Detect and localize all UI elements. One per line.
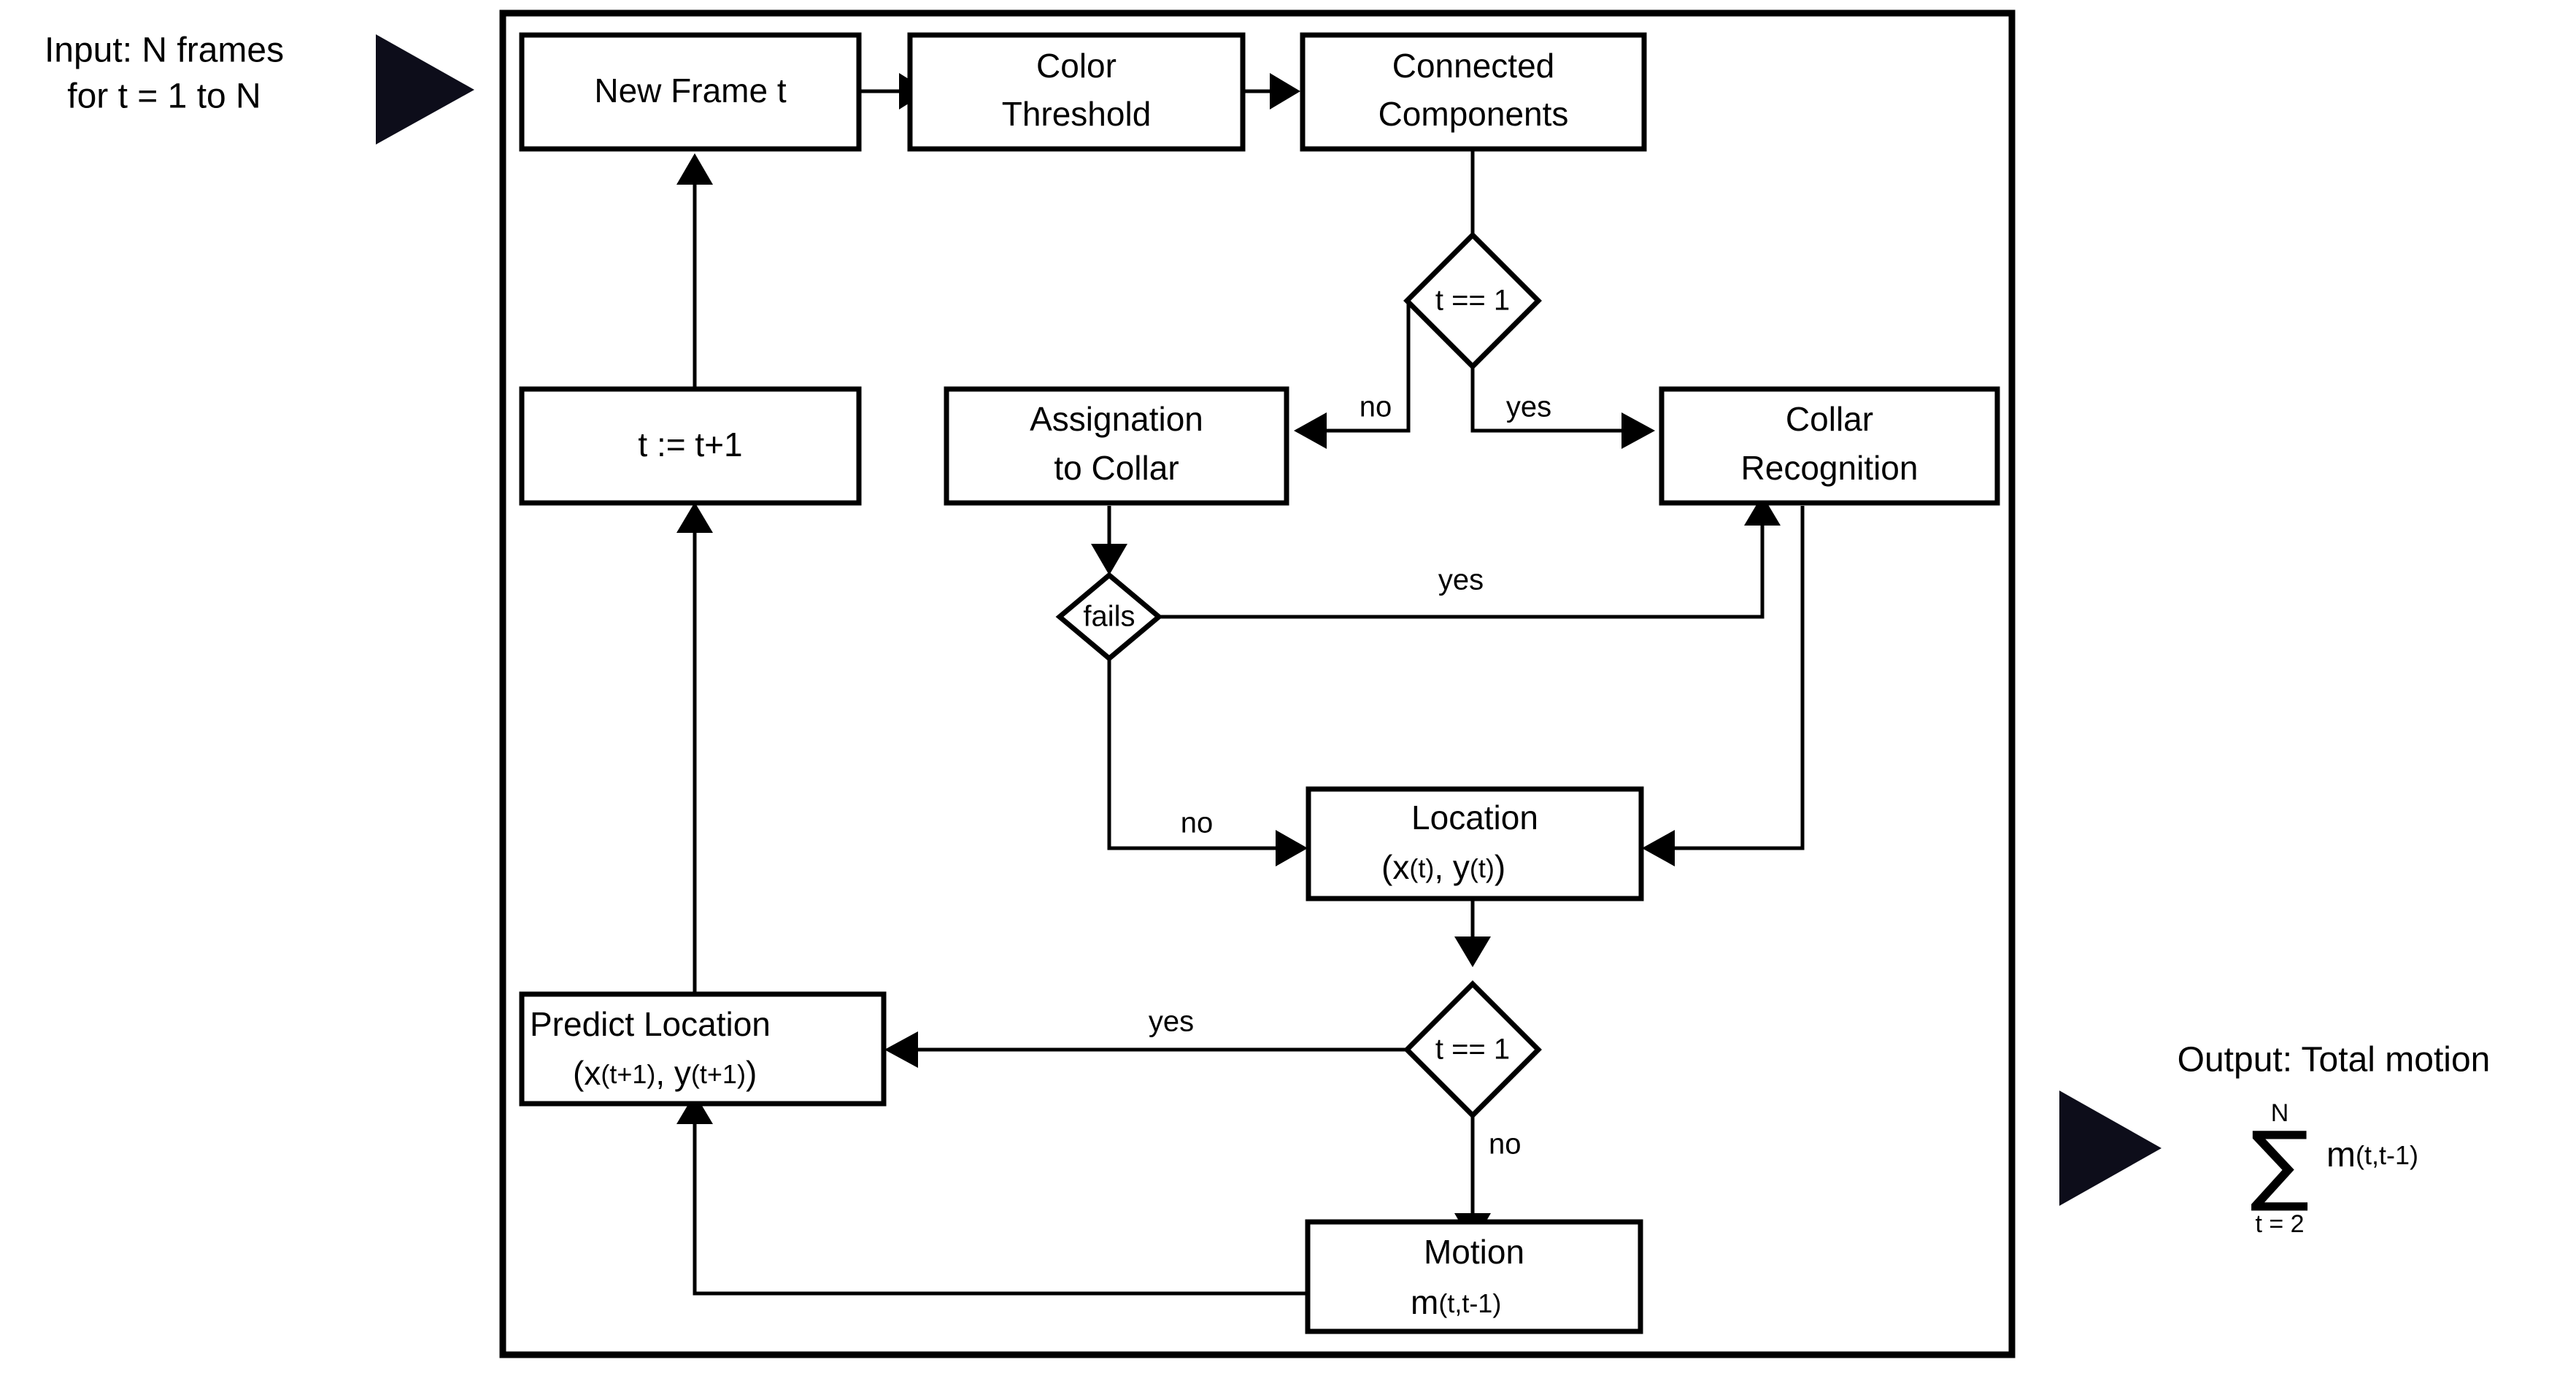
decision-t-eq-1-bottom-label: t == 1 — [1435, 1034, 1510, 1066]
node-new-frame-label: New Frame t — [594, 72, 786, 109]
node-location-label-line2: (x(t), y(t)) — [1381, 848, 1505, 886]
edge-label-fails-no: no — [1181, 807, 1214, 839]
node-location[interactable]: Location (x(t), y(t)) — [1306, 786, 1644, 901]
node-motion-m-sub: (t,t-1) — [1438, 1288, 1501, 1318]
arrowhead-connected — [1270, 73, 1300, 109]
node-collar-recognition-label-line1: Collar — [1786, 400, 1873, 438]
edge-fails-no-to-location — [1107, 659, 1276, 850]
node-predict-x: (x — [573, 1054, 601, 1092]
edge-label-fails-yes: yes — [1438, 564, 1484, 596]
node-color-threshold-label-line1: Color — [1036, 47, 1117, 85]
arrowhead-predict-from-yes — [884, 1031, 918, 1068]
node-collar-recognition[interactable]: Collar Recognition — [1659, 386, 2000, 506]
arrowhead-increment — [676, 502, 713, 533]
node-location-label-line1: Location — [1411, 799, 1538, 837]
node-predict-end: ) — [746, 1054, 757, 1092]
node-location-end: ) — [1495, 848, 1505, 886]
node-connected-components[interactable]: Connected Components — [1300, 32, 1647, 152]
output-sum-body-sub: (t,t-1) — [2356, 1140, 2418, 1170]
arrowhead-location-from-fails-no — [1276, 830, 1308, 866]
edge-label-bottom-yes: yes — [1149, 1006, 1194, 1038]
edge-motion-to-predict — [693, 1124, 1306, 1296]
node-color-threshold[interactable]: Color Threshold — [907, 32, 1246, 152]
edge-label-top-no: no — [1360, 391, 1392, 423]
input-play-triangle-icon — [376, 34, 474, 145]
arrowhead-collar-from-fails-yes — [1744, 495, 1781, 526]
arrowhead-newframe — [676, 153, 713, 185]
node-motion[interactable]: Motion m(t,t-1) — [1305, 1219, 1643, 1334]
output-sum-body-main: m — [2326, 1136, 2356, 1174]
output-label-line1: Output: Total motion — [2178, 1041, 2491, 1080]
node-connected-components-label-line1: Connected — [1392, 47, 1555, 85]
decision-t-eq-1-top-label: t == 1 — [1435, 285, 1510, 317]
arrowhead-fails — [1091, 544, 1127, 575]
decision-t-eq-1-top[interactable]: t == 1 — [1403, 231, 1542, 370]
decision-t-eq-1-bottom[interactable]: t == 1 — [1403, 980, 1542, 1119]
node-assignation-label-line1: Assignation — [1030, 400, 1203, 438]
node-assignation-to-collar[interactable]: Assignation to Collar — [944, 386, 1289, 506]
node-increment-t-label: t := t+1 — [638, 426, 742, 464]
decision-fails[interactable]: fails — [1055, 572, 1163, 662]
edge-label-top-yes: yes — [1506, 391, 1551, 423]
node-predict-y-sub: (t+1) — [691, 1059, 746, 1089]
node-predict-location[interactable]: Predict Location (x(t+1), y(t+1)) — [519, 991, 887, 1107]
node-increment-t[interactable]: t := t+1 — [519, 386, 862, 506]
edge-decision-top-no — [1327, 301, 1411, 433]
edge-label-bottom-no: no — [1489, 1128, 1522, 1161]
node-motion-label-line1: Motion — [1424, 1233, 1524, 1271]
node-location-y-sub: (t) — [1470, 853, 1495, 883]
output-play-triangle-icon — [2059, 1091, 2162, 1206]
output-summation-formula: N ∑ t = 2 m(t,t-1) — [2251, 1099, 2418, 1238]
decision-fails-label: fails — [1083, 601, 1135, 633]
node-connected-components-label-line2: Components — [1378, 95, 1569, 133]
output-sigma-icon: ∑ — [2251, 1114, 2310, 1215]
output-sum-lower-limit: t = 2 — [2255, 1210, 2304, 1238]
node-location-x: (x — [1381, 848, 1409, 886]
edge-collar-to-location — [1675, 506, 1805, 850]
node-predict-x-sub: (t+1) — [601, 1059, 655, 1089]
arrowhead-location-from-collar — [1642, 830, 1675, 866]
node-predict-location-label-line1: Predict Location — [530, 1005, 771, 1043]
output-sum-body: m(t,t-1) — [2326, 1136, 2418, 1174]
input-label-line1: Input: N frames — [45, 31, 284, 70]
node-motion-label-line2: m(t,t-1) — [1411, 1283, 1501, 1321]
output-sum-upper-limit: N — [2271, 1099, 2289, 1127]
node-collar-recognition-label-line2: Recognition — [1741, 449, 1918, 487]
arrowhead-decision-bottom — [1454, 937, 1491, 967]
arrowhead-collar-recognition-from-yes — [1621, 412, 1655, 449]
node-location-x-sub: (t) — [1409, 853, 1434, 883]
edge-fails-yes-to-collar — [1159, 526, 1765, 619]
node-predict-mid: , y — [655, 1054, 691, 1092]
arrowhead-assignation-from-no — [1294, 412, 1327, 449]
node-location-mid: , y — [1434, 848, 1470, 886]
pipeline-frame — [499, 9, 2016, 1358]
input-label-line2: for t = 1 to N — [67, 77, 261, 116]
node-motion-m: m — [1411, 1283, 1438, 1321]
node-assignation-label-line2: to Collar — [1054, 449, 1179, 487]
node-color-threshold-label-line2: Threshold — [1002, 95, 1152, 133]
node-predict-location-label-line2: (x(t+1), y(t+1)) — [573, 1054, 757, 1092]
node-new-frame[interactable]: New Frame t — [519, 32, 862, 152]
arrowhead-predict-from-motion — [676, 1093, 713, 1124]
